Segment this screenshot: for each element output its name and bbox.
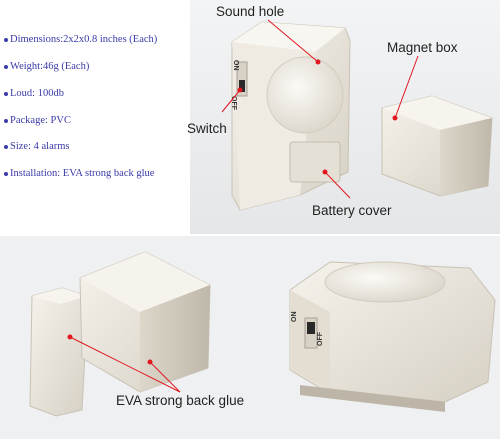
callout-magnet-box: Magnet box — [387, 40, 458, 55]
spec-text: Dimensions:2x2x0.8 inches (Each) — [10, 34, 158, 45]
magnet-box-bottom — [29, 287, 89, 417]
callout-eva-glue: EVA strong back glue — [116, 393, 245, 408]
alarm-unit-top — [231, 21, 351, 211]
spec-text: Installation: EVA strong back glue — [10, 168, 155, 179]
spec-size: Size: 4 alarms — [4, 141, 69, 152]
switch-off-label-top: OFF — [230, 96, 237, 111]
bullet-icon — [4, 64, 8, 69]
magnet-box-top — [381, 95, 493, 197]
callout-switch: Switch — [187, 121, 227, 136]
switch-on-label-top: ON — [232, 60, 239, 71]
spec-weight: Weight:46g (Each) — [4, 61, 89, 72]
switch-on-label-bottom: ON — [291, 312, 298, 323]
spec-text: Loud: 100db — [10, 88, 64, 99]
spec-loud: Loud: 100db — [4, 88, 64, 99]
alarm-unit-bottom — [289, 261, 496, 412]
callout-battery-cover: Battery cover — [312, 203, 392, 218]
bullet-icon — [4, 118, 8, 123]
bullet-icon — [4, 91, 8, 96]
spec-text: Package: PVC — [10, 115, 71, 126]
bullet-icon — [4, 144, 8, 149]
spec-text: Size: 4 alarms — [10, 141, 70, 152]
pointer-lines — [67, 19, 419, 393]
spec-package: Package: PVC — [4, 115, 71, 126]
spec-installation: Installation: EVA strong back glue — [4, 168, 154, 179]
bullet-icon — [4, 171, 8, 176]
callout-sound-hole: Sound hole — [216, 4, 285, 19]
spec-dimensions: Dimensions:2x2x0.8 inches (Each) — [4, 34, 157, 45]
bullet-icon — [4, 37, 8, 42]
spec-text: Weight:46g (Each) — [10, 61, 90, 72]
switch-off-label-bottom: OFF — [317, 331, 324, 346]
alarm-back-bottom — [79, 251, 211, 393]
